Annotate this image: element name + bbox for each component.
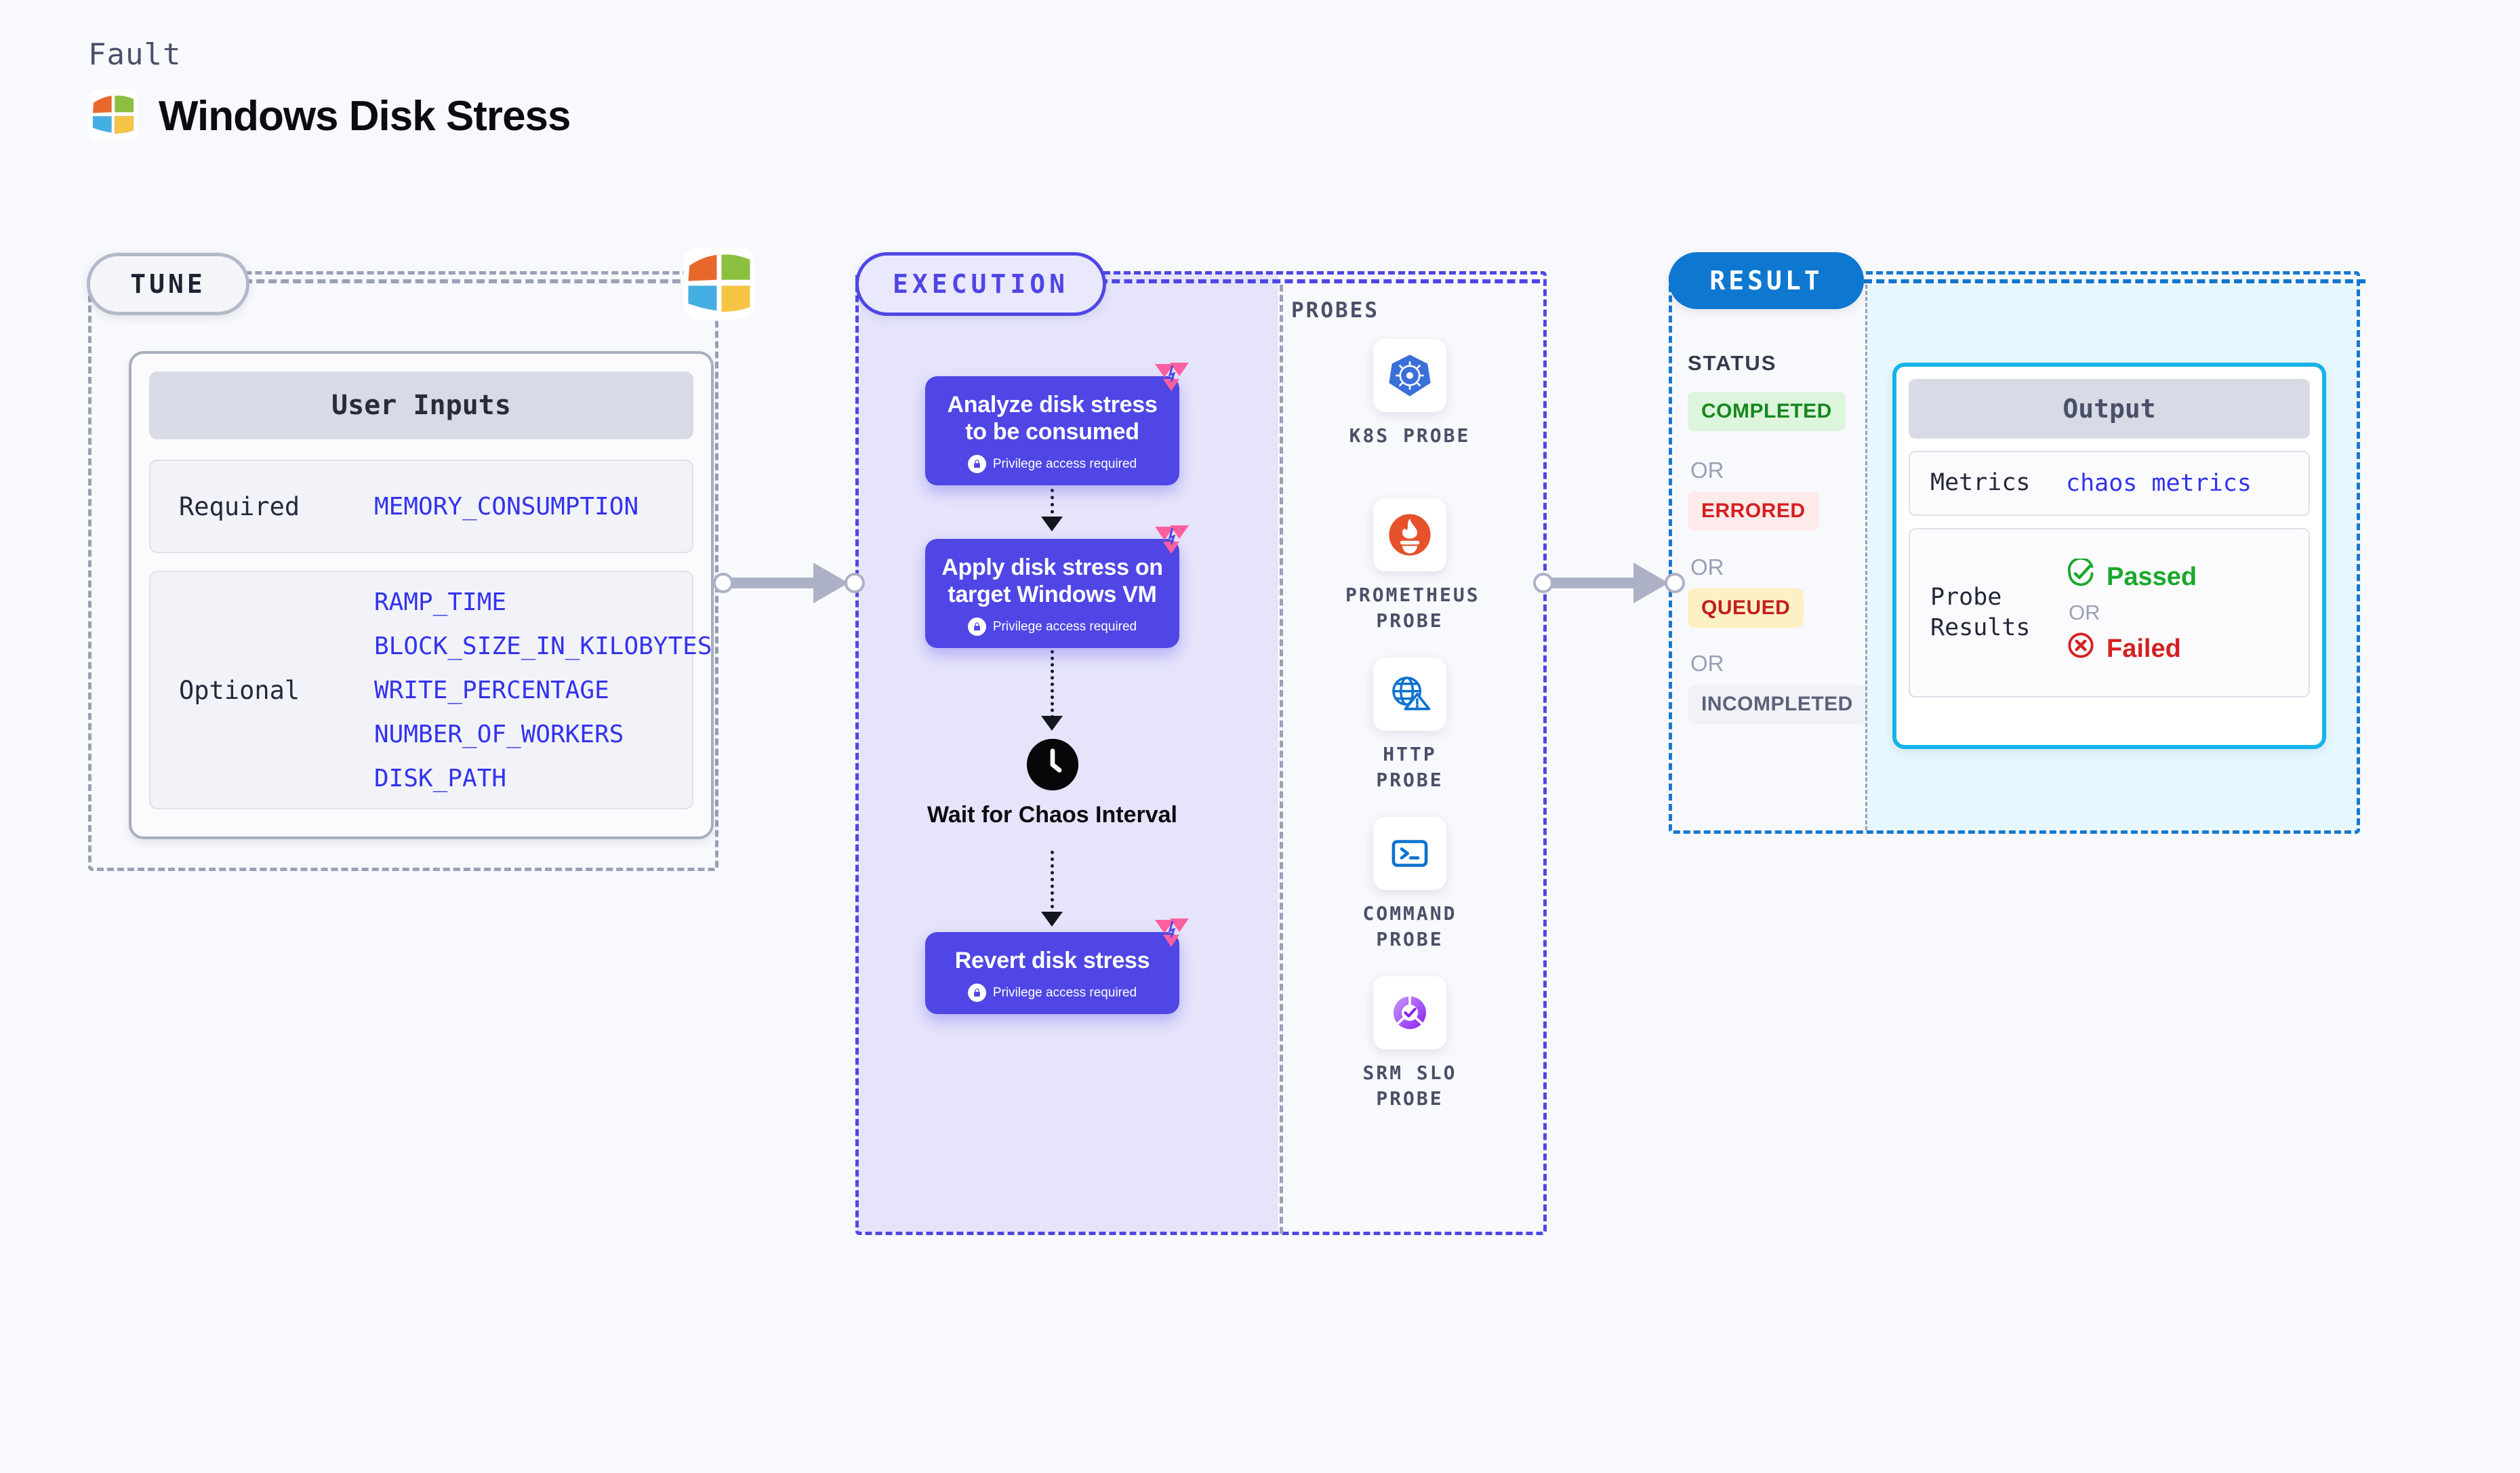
privilege-label: Privilege access required xyxy=(992,619,1137,634)
status-badge-errored: ERRORED xyxy=(1688,491,1819,531)
result-connector-dash xyxy=(1864,279,2365,283)
required-values: MEMORY_CONSUMPTION xyxy=(374,493,638,521)
wait-label: Wait for Chaos Interval xyxy=(927,802,1178,828)
input-param: RAMP_TIME xyxy=(374,588,507,616)
kubernetes-icon xyxy=(1373,339,1446,412)
required-inputs-row: Required MEMORY_CONSUMPTION xyxy=(149,460,693,553)
status-or-1: OR xyxy=(1690,458,1724,483)
flow-line-3 xyxy=(1051,851,1054,915)
execution-section xyxy=(855,271,1547,1235)
user-inputs-title: User Inputs xyxy=(149,371,693,439)
terminal-icon xyxy=(1373,817,1446,890)
output-title: Output xyxy=(1909,379,2310,439)
check-circle-icon xyxy=(2066,557,2096,595)
lock-icon xyxy=(967,618,986,637)
connector-execution-to-result xyxy=(1530,563,1693,603)
probe-results-label: Probe Results xyxy=(1930,583,2031,642)
execution-connector-dash xyxy=(1099,279,1540,283)
privilege-label: Privilege access required xyxy=(992,456,1137,471)
metrics-row: Metrics chaos metrics xyxy=(1909,451,2310,516)
probe-label: COMMAND PROBE xyxy=(1362,902,1457,950)
step-title: Revert disk stress xyxy=(954,948,1150,973)
windows-badge-icon xyxy=(681,245,757,321)
probe-label: HTTP PROBE xyxy=(1376,743,1444,791)
page-header: Fault Windows Disk Stress xyxy=(88,37,571,143)
status-or-2: OR xyxy=(1690,554,1724,580)
flow-line-1 xyxy=(1051,475,1054,521)
tune-pill-label: TUNE xyxy=(87,253,249,315)
execution-step-analyze[interactable]: Analyze disk stress to be consumed Privi… xyxy=(925,363,1189,486)
execution-pill-label: EXECUTION xyxy=(855,252,1106,316)
probe-srm-slo[interactable]: SRM SLO PROBE xyxy=(1345,976,1474,1112)
chaos-flag-icon xyxy=(1154,524,1190,555)
probe-k8s[interactable]: K8S PROBE xyxy=(1345,339,1474,449)
input-param: BLOCK_SIZE_IN_KILOBYTES xyxy=(374,632,712,660)
status-badge-completed: COMPLETED xyxy=(1688,392,1846,431)
probe-label: PROMETHEUS PROBE xyxy=(1345,584,1480,632)
flow-arrow-2 xyxy=(1041,716,1063,731)
output-card: Output Metrics chaos metrics Probe Resul… xyxy=(1892,363,2326,749)
prometheus-icon xyxy=(1373,498,1446,571)
status-badge-incompleted: INCOMPLETED xyxy=(1688,685,1867,724)
metrics-label: Metrics xyxy=(1930,469,2031,497)
execution-step-revert[interactable]: Revert disk stress Privilege access requ… xyxy=(925,919,1189,1015)
fault-kicker: Fault xyxy=(88,37,182,72)
input-param: DISK_PATH xyxy=(374,764,507,792)
optional-values: RAMP_TIME BLOCK_SIZE_IN_KILOBYTES WRITE_… xyxy=(374,588,712,792)
tune-section xyxy=(88,271,718,871)
optional-inputs-row: Optional RAMP_TIME BLOCK_SIZE_IN_KILOBYT… xyxy=(149,571,712,809)
result-split-divider xyxy=(1865,285,1867,830)
probe-command[interactable]: COMMAND PROBE xyxy=(1345,817,1474,952)
connector-tune-to-execution xyxy=(710,563,873,603)
probes-section-label: PROBES xyxy=(1291,298,1379,323)
flow-arrow-1 xyxy=(1041,517,1063,531)
optional-label: Optional xyxy=(179,675,300,705)
http-globe-warning-icon xyxy=(1373,658,1446,731)
failed-label: Failed xyxy=(2107,634,2181,663)
probe-result-or: OR xyxy=(2069,601,2100,624)
user-inputs-card: User Inputs Required MEMORY_CONSUMPTION … xyxy=(129,351,714,839)
required-label: Required xyxy=(179,491,300,521)
input-param: MEMORY_CONSUMPTION xyxy=(374,492,639,521)
status-or-3: OR xyxy=(1690,651,1724,676)
probe-results-values: Passed OR Failed xyxy=(2066,557,2197,667)
result-pill-label: RESULT xyxy=(1669,252,1864,309)
privilege-note: Privilege access required xyxy=(937,455,1167,474)
clock-icon xyxy=(1026,739,1078,790)
flow-line-2 xyxy=(1051,637,1054,719)
windows-logo-icon xyxy=(88,89,138,143)
step-title: Analyze disk stress to be consumed xyxy=(947,392,1158,445)
lock-icon xyxy=(967,984,986,1003)
privilege-note: Privilege access required xyxy=(937,984,1167,1003)
result-section xyxy=(1669,271,2360,834)
metrics-value: chaos metrics xyxy=(2066,470,2252,497)
wait-for-chaos-interval: Wait for Chaos Interval xyxy=(925,739,1179,829)
lock-icon xyxy=(967,455,986,474)
passed-label: Passed xyxy=(2107,562,2197,591)
input-param: WRITE_PERCENTAGE xyxy=(374,676,609,704)
probe-result-passed: Passed xyxy=(2066,557,2197,595)
chaos-flag-icon xyxy=(1154,917,1190,948)
probe-prometheus[interactable]: PROMETHEUS PROBE xyxy=(1345,498,1480,634)
probe-http[interactable]: HTTP PROBE xyxy=(1345,658,1474,793)
probe-results-row: Probe Results Passed OR xyxy=(1909,528,2310,698)
status-badge-queued: QUEUED xyxy=(1688,588,1804,628)
probe-result-failed: Failed xyxy=(2066,630,2197,667)
probe-label: SRM SLO PROBE xyxy=(1362,1062,1457,1110)
status-label: STATUS xyxy=(1688,351,1777,375)
tune-connector-dash xyxy=(244,279,705,283)
input-param: NUMBER_OF_WORKERS xyxy=(374,720,624,748)
title-row: Windows Disk Stress xyxy=(88,89,571,143)
step-title: Apply disk stress on target Windows VM xyxy=(941,554,1163,608)
privilege-label: Privilege access required xyxy=(992,985,1137,1000)
execution-step-apply[interactable]: Apply disk stress on target Windows VM P… xyxy=(925,525,1189,649)
probe-label: K8S PROBE xyxy=(1349,424,1471,447)
x-circle-icon xyxy=(2066,630,2096,667)
chaos-flag-icon xyxy=(1154,361,1190,392)
privilege-note: Privilege access required xyxy=(937,618,1167,637)
probes-divider xyxy=(1280,285,1283,1234)
srm-slo-icon xyxy=(1373,976,1446,1049)
flow-arrow-3 xyxy=(1041,912,1063,927)
page-title: Windows Disk Stress xyxy=(159,93,571,140)
